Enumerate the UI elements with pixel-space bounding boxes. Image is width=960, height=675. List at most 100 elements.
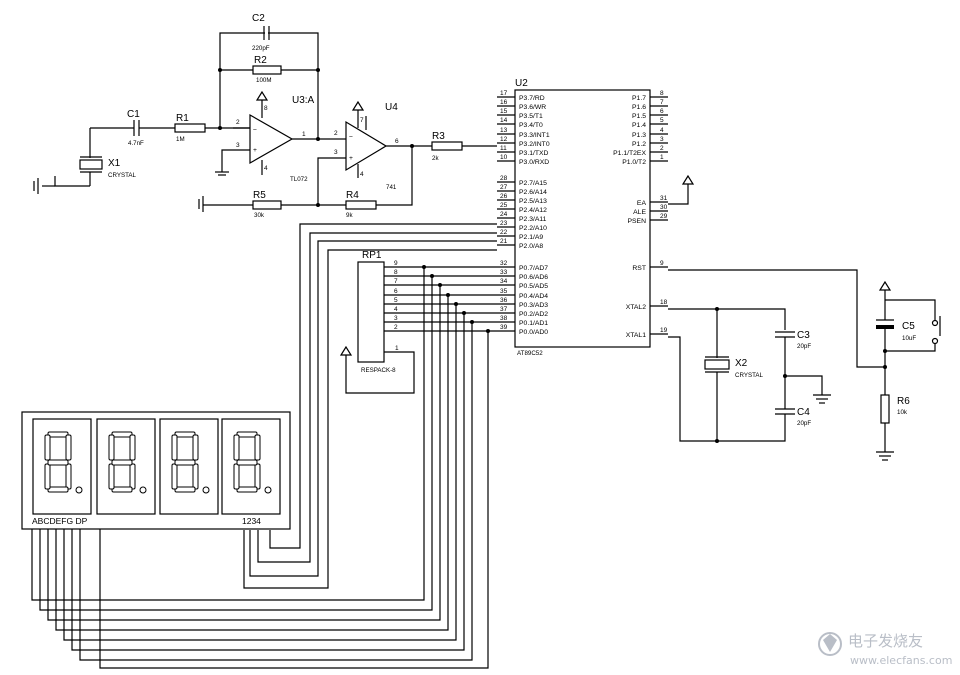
mcu-left-pin-name: P3.1/TXD bbox=[519, 150, 549, 157]
crystal-x2-network: X2 CRYSTAL C3 20pF C4 20pF bbox=[668, 307, 831, 443]
u3-pin-v4: 4 bbox=[264, 165, 268, 172]
decimal-point bbox=[139, 486, 147, 494]
segment bbox=[65, 463, 72, 490]
mcu-left-pin-name: P3.5/T1 bbox=[519, 113, 543, 120]
seven-segment-digit bbox=[221, 418, 281, 515]
c5-ref: C5 bbox=[902, 321, 915, 332]
watermark: 电子发烧友 www.elecfans.com bbox=[818, 632, 952, 667]
decimal-point bbox=[75, 486, 83, 494]
segment bbox=[44, 434, 51, 461]
mcu-left-pin-number: 27 bbox=[500, 184, 508, 191]
segment bbox=[174, 486, 196, 493]
r6-value: 10k bbox=[897, 409, 908, 416]
mcu-left-pin-name: P3.0/RXD bbox=[519, 159, 549, 166]
segment bbox=[254, 434, 261, 461]
seven-segment-digit bbox=[159, 418, 219, 515]
segment-wire bbox=[99, 331, 489, 669]
rp1-pin-number: 8 bbox=[394, 269, 398, 276]
segment bbox=[233, 463, 240, 490]
seven-segment-display: ABCDEFG DP 1234 bbox=[21, 411, 291, 530]
mcu-right-pin-number: 18 bbox=[660, 299, 668, 306]
segment bbox=[192, 434, 199, 461]
mcu-left-pin-number: 17 bbox=[500, 90, 508, 97]
rp1-pin-number: 4 bbox=[394, 306, 398, 313]
mcu-left-pin-number: 10 bbox=[500, 154, 508, 161]
segment-wire bbox=[55, 295, 449, 631]
x1-ref: X1 bbox=[108, 158, 121, 169]
r5-value: 30k bbox=[254, 212, 265, 219]
mcu-right-pin-number: 19 bbox=[660, 327, 668, 334]
rp1-common-pin: 1 bbox=[395, 345, 399, 352]
segment bbox=[236, 459, 258, 466]
r5-ref: R5 bbox=[253, 190, 266, 201]
decimal-point bbox=[264, 486, 272, 494]
segment bbox=[171, 434, 178, 461]
mcu-right-pin-name: P1.7 bbox=[632, 95, 646, 102]
svg-text:−: − bbox=[253, 127, 257, 134]
mcu-right-pin-number: 9 bbox=[660, 260, 664, 267]
mcu-right-pin-name: EA bbox=[637, 200, 647, 207]
svg-text:+: + bbox=[253, 147, 257, 154]
mcu-left-pin-number: 11 bbox=[500, 145, 507, 152]
mcu-left-pin-name: P3.4/T0 bbox=[519, 122, 543, 129]
rp1-pin-number: 6 bbox=[394, 288, 398, 295]
mcu-left-pin-number: 16 bbox=[500, 99, 508, 106]
mcu-left-pin-name: P3.3/INT1 bbox=[519, 132, 550, 139]
segment bbox=[171, 463, 178, 490]
r1-ref: R1 bbox=[176, 113, 189, 124]
mcu-left-pin-number: 26 bbox=[500, 193, 508, 200]
rp1-pin-number: 9 bbox=[394, 260, 398, 267]
mcu-left-pin-name: P3.2/INT0 bbox=[519, 141, 550, 148]
mcu-right-pin-name: P1.3 bbox=[632, 132, 646, 139]
mcu-left-pin-number: 37 bbox=[500, 306, 508, 313]
digit-label: 1234 bbox=[242, 516, 261, 526]
segment bbox=[233, 434, 240, 461]
x2-value: CRYSTAL bbox=[735, 372, 764, 379]
mcu-right-pin-name: P1.1/T2EX bbox=[613, 150, 646, 157]
segment bbox=[129, 434, 136, 461]
c3-ref: C3 bbox=[797, 330, 810, 341]
seven-segment-digit bbox=[96, 418, 156, 515]
c2-ref: C2 bbox=[252, 13, 265, 24]
segment bbox=[129, 463, 136, 490]
mcu-right-pin-name: RST bbox=[632, 265, 646, 272]
mcu-right-pin-name: P1.0/T2 bbox=[622, 159, 646, 166]
segment bbox=[44, 463, 51, 490]
segment bbox=[47, 459, 69, 466]
mcu-left-pin-name: P0.5/AD5 bbox=[519, 283, 548, 290]
c5-value: 10uF bbox=[902, 335, 916, 342]
svg-text:+: + bbox=[349, 155, 353, 162]
segment-wire bbox=[39, 276, 433, 611]
mcu-right-pin-name: XTAL1 bbox=[626, 332, 646, 339]
r3-ref: R3 bbox=[432, 131, 445, 142]
mcu-left-pin-number: 12 bbox=[500, 136, 508, 143]
r2-value: 100M bbox=[256, 77, 271, 84]
mcu-left-pin-name: P0.2/AD2 bbox=[519, 311, 548, 318]
mcu-left-pin-number: 23 bbox=[500, 220, 508, 227]
resistor-r3: R3 2k bbox=[431, 131, 497, 162]
segment bbox=[192, 463, 199, 490]
feedback-network: C2 220pF R2 100M bbox=[218, 13, 320, 138]
rp1-pin-number: 2 bbox=[394, 324, 398, 331]
segment bbox=[254, 463, 261, 490]
mcu-right-pins: 8P1.77P1.66P1.55P1.44P1.33P1.22P1.1/T2EX… bbox=[613, 90, 668, 339]
mcu-left-pin-name: P0.3/AD3 bbox=[519, 302, 548, 309]
mcu-left-pin-name: P0.1/AD1 bbox=[519, 320, 548, 327]
mcu-right-pin-number: 30 bbox=[660, 204, 668, 211]
mcu-left-pin-name: P2.4/A12 bbox=[519, 207, 547, 214]
c4-value: 20pF bbox=[797, 420, 811, 427]
r1-value: 1M bbox=[176, 136, 185, 143]
mcu-left-pin-number: 24 bbox=[500, 211, 508, 218]
u3-pin-out: 1 bbox=[302, 131, 306, 138]
segment bbox=[47, 486, 69, 493]
resistor-r5: R5 30k bbox=[198, 190, 346, 219]
mcu-left-pin-name: P0.7/AD7 bbox=[519, 265, 548, 272]
resistor-r4: R4 9k bbox=[345, 146, 413, 219]
segment-label: ABCDEFG DP bbox=[32, 516, 88, 526]
watermark-text: 电子发烧友 bbox=[848, 632, 923, 650]
digit-select-wires bbox=[243, 223, 497, 589]
rp1-pin-number: 5 bbox=[394, 297, 398, 304]
rp1-pin-number: 7 bbox=[394, 278, 398, 285]
mcu-left-pin-number: 33 bbox=[500, 269, 508, 276]
mcu-right-pin-number: 7 bbox=[660, 99, 664, 106]
